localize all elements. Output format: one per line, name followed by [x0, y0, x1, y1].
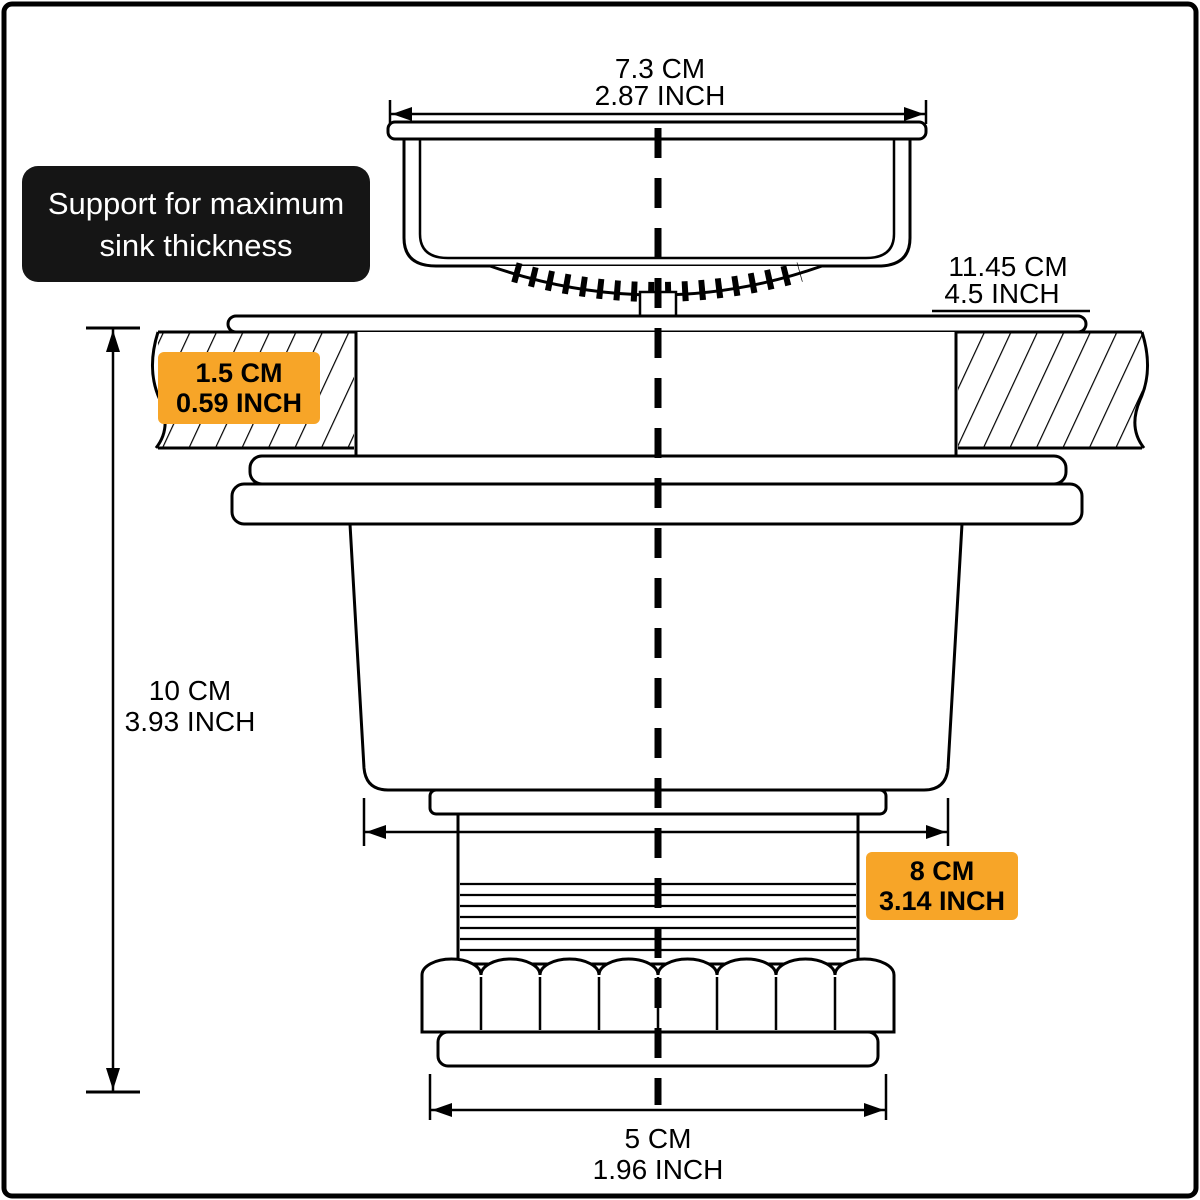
dim-basket-width-cm: 7.3 CM [615, 53, 705, 84]
dim-body-cm: 8 CM [910, 856, 975, 886]
dim-thickness-inch: 0.59 INCH [176, 388, 302, 418]
label-sink-thickness: 1.5 CM 0.59 INCH [158, 352, 320, 424]
dome-slots [511, 262, 803, 302]
dim-flange-width: 11.45 CM 4.5 INCH [932, 251, 1090, 313]
arrow-left [392, 107, 412, 121]
dim-flange-inch: 4.5 INCH [944, 278, 1059, 309]
label-body-width-box [866, 852, 1018, 920]
support-note-line1: Support for maximum [48, 186, 344, 221]
arrow-right [926, 825, 946, 839]
dim-basket-width: 7.3 CM 2.87 INCH [388, 53, 928, 124]
deck-break-right [1133, 331, 1150, 449]
arrow-up [106, 330, 120, 352]
dim-height: 10 CM 3.93 INCH [86, 326, 256, 1094]
support-note: Support for maximum sink thickness [22, 166, 370, 282]
dim-outlet-inch: 1.96 INCH [593, 1154, 724, 1185]
hatch-right [958, 332, 1142, 448]
support-note-line2: sink thickness [100, 228, 293, 263]
dim-body-inch: 3.14 INCH [879, 886, 1005, 916]
dim-outlet-cm: 5 CM [625, 1123, 692, 1154]
dim-flange-cm: 11.45 CM [948, 251, 1067, 282]
arrow-left [432, 1103, 452, 1117]
dim-height-inch: 3.93 INCH [125, 706, 256, 737]
arrow-left [366, 825, 386, 839]
arrow-right [864, 1103, 884, 1117]
dim-outlet-width: 5 CM 1.96 INCH [428, 1074, 888, 1185]
dim-thickness-cm: 1.5 CM [195, 358, 282, 388]
label-sink-thickness-box [158, 352, 320, 424]
arrow-down [106, 1068, 120, 1090]
dim-height-cm: 10 CM [149, 675, 231, 706]
dim-basket-width-inch: 2.87 INCH [595, 80, 726, 111]
label-body-width: 8 CM 3.14 INCH [866, 852, 1018, 920]
arrow-right [904, 107, 924, 121]
support-note-box [22, 166, 370, 282]
